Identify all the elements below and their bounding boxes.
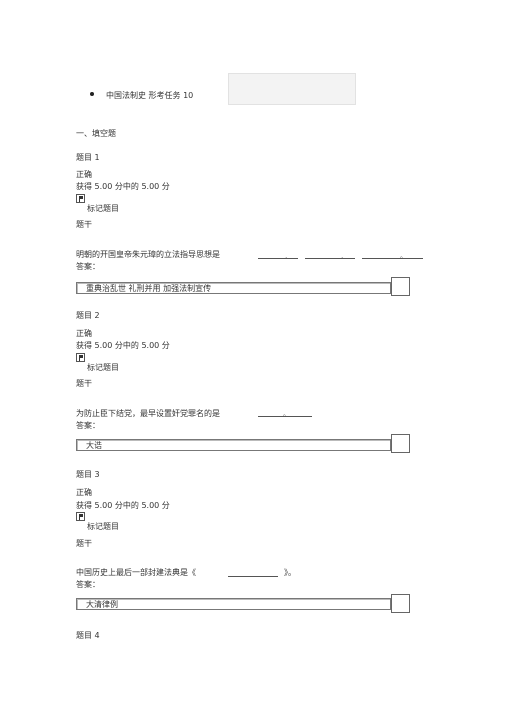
flag-icon[interactable] xyxy=(76,353,85,362)
question-stem-label: 题干 xyxy=(76,220,92,229)
answer-label: 答案： xyxy=(76,421,100,430)
bullet-icon xyxy=(90,92,94,96)
fill-blank xyxy=(228,576,278,577)
flag-question-link[interactable]: 标记题目 xyxy=(87,522,119,531)
blank-separator: 。 xyxy=(400,252,407,260)
blank-separator: , xyxy=(285,252,288,260)
question-number: 题目 3 xyxy=(76,470,100,479)
question-number: 题目 1 xyxy=(76,153,100,162)
fill-blank xyxy=(362,258,423,259)
question-number: 题目 2 xyxy=(76,311,100,320)
answer-feedback-box xyxy=(391,594,410,613)
answer-feedback-box xyxy=(391,277,410,296)
answer-input[interactable]: 重典治乱世 礼刑并用 加强法制宣传 xyxy=(76,282,391,294)
blank-separator: , xyxy=(341,252,344,260)
question-status: 正确 xyxy=(76,488,92,497)
course-title[interactable]: 中国法制史 形考任务 10 xyxy=(106,91,194,100)
flag-question-link[interactable]: 标记题目 xyxy=(87,363,119,372)
question-status: 正确 xyxy=(76,170,92,179)
question-stem-label: 题干 xyxy=(76,379,92,388)
flag-question-link[interactable]: 标记题目 xyxy=(87,204,119,213)
question-score: 获得 5.00 分中的 5.00 分 xyxy=(76,501,170,510)
answer-input[interactable]: 大诰 xyxy=(76,439,391,451)
question-score: 获得 5.00 分中的 5.00 分 xyxy=(76,341,170,350)
question-text: 为防止臣下结党，最早设置奸党罪名的是 xyxy=(76,409,220,418)
question-score: 获得 5.00 分中的 5.00 分 xyxy=(76,182,170,191)
header-panel xyxy=(228,73,356,105)
blank-separator: 。 xyxy=(283,410,290,418)
answer-label: 答案： xyxy=(76,262,100,271)
answer-label: 答案： xyxy=(76,580,100,589)
answer-feedback-box xyxy=(391,434,410,453)
question-text: 中国历史上最后一部封建法典是《 xyxy=(76,568,196,577)
question-suffix: 》。 xyxy=(284,568,296,577)
question-number: 题目 4 xyxy=(76,631,100,640)
section-title: 一、填空题 xyxy=(76,129,116,138)
fill-blank xyxy=(305,258,355,259)
fill-blank xyxy=(258,416,312,417)
answer-input[interactable]: 大清律例 xyxy=(76,598,391,610)
question-status: 正确 xyxy=(76,329,92,338)
fill-blank xyxy=(258,258,298,259)
flag-icon[interactable] xyxy=(76,512,85,521)
question-text: 明朝的开国皇帝朱元璋的立法指导思想是 xyxy=(76,250,220,259)
question-stem-label: 题干 xyxy=(76,539,92,548)
flag-icon[interactable] xyxy=(76,194,85,203)
